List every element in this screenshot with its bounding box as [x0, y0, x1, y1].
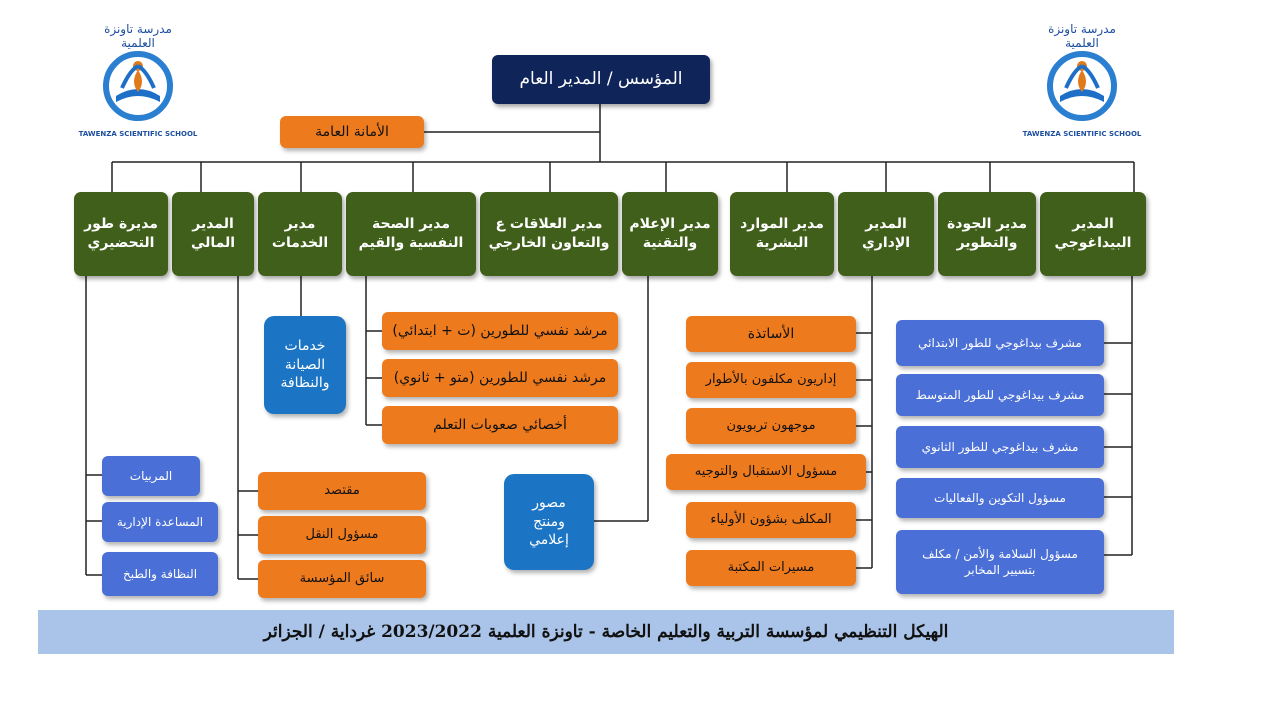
general-director-box: المؤسس / المدير العام	[492, 55, 710, 104]
director-preschool: مديرة طور التحضيري	[74, 192, 168, 276]
media-item: مصور ومنتج إعلامي	[504, 474, 594, 570]
pedagogic-item: مسؤول التكوين والفعاليات	[896, 478, 1104, 518]
pedagogic-item: مشرف بيداغوجي للطور الابتدائي	[896, 320, 1104, 366]
finance-item: مقتصد	[258, 472, 426, 510]
services-item: خدمات الصيانة والنظافة	[264, 316, 346, 414]
director-human-resources: مدير الموارد البشرية	[730, 192, 834, 276]
logo-text-right: مدرسة تاونزة العلمية	[1048, 22, 1116, 50]
health-item: مرشد نفسي للطورين (متو + ثانوي)	[382, 359, 618, 397]
director-media: مدير الإعلام والتقنية	[622, 192, 718, 276]
director-pedagogic: المدير البيداغوجي	[1040, 192, 1146, 276]
director-relations: مدير العلاقات ع والتعاون الخارجي	[480, 192, 618, 276]
pedagogic-item: مسؤول السلامة والأمن / مكلف بتسيير المخا…	[896, 530, 1104, 594]
director-finance: المدير المالي	[172, 192, 254, 276]
logo-subtext-right: TAWENZA SCIENTIFIC SCHOOL	[1022, 130, 1142, 138]
admin-item: المكلف بشؤون الأولياء	[686, 502, 856, 538]
director-services: مدير الخدمات	[258, 192, 342, 276]
pedagogic-item: مشرف بيداغوجي للطور المتوسط	[896, 374, 1104, 416]
admin-item: الأساتذة	[686, 316, 856, 352]
admin-item: موجهون تربويون	[686, 408, 856, 444]
pedagogic-item: مشرف بيداغوجي للطور الثانوي	[896, 426, 1104, 468]
admin-item: إداريون مكلفون بالأطوار	[686, 362, 856, 398]
secretariat-box: الأمانة العامة	[280, 116, 424, 148]
admin-item: مسؤول الاستقبال والتوجيه	[666, 454, 866, 490]
finance-item: مسؤول النقل	[258, 516, 426, 554]
logo-text-left: مدرسة تاونزة العلمية	[104, 22, 172, 50]
preschool-item: المربيات	[102, 456, 200, 496]
finance-item: سائق المؤسسة	[258, 560, 426, 598]
logo-subtext-left: TAWENZA SCIENTIFIC SCHOOL	[78, 130, 198, 138]
school-logo-right	[1026, 30, 1138, 142]
admin-item: مسيرات المكتبة	[686, 550, 856, 586]
health-item: مرشد نفسي للطورين (ت + ابتدائي)	[382, 312, 618, 350]
director-health: مدير الصحة النفسية والقيم	[346, 192, 476, 276]
school-logo-left	[82, 30, 194, 142]
preschool-item: النظافة والطبخ	[102, 552, 218, 596]
director-quality: مدير الجودة والتطوير	[938, 192, 1036, 276]
preschool-item: المساعدة الإدارية	[102, 502, 218, 542]
director-administrative: المدير الإداري	[838, 192, 934, 276]
chart-caption: الهيكل التنظيمي لمؤسسة التربية والتعليم …	[38, 610, 1174, 654]
health-item: أخصائي صعوبات التعلم	[382, 406, 618, 444]
